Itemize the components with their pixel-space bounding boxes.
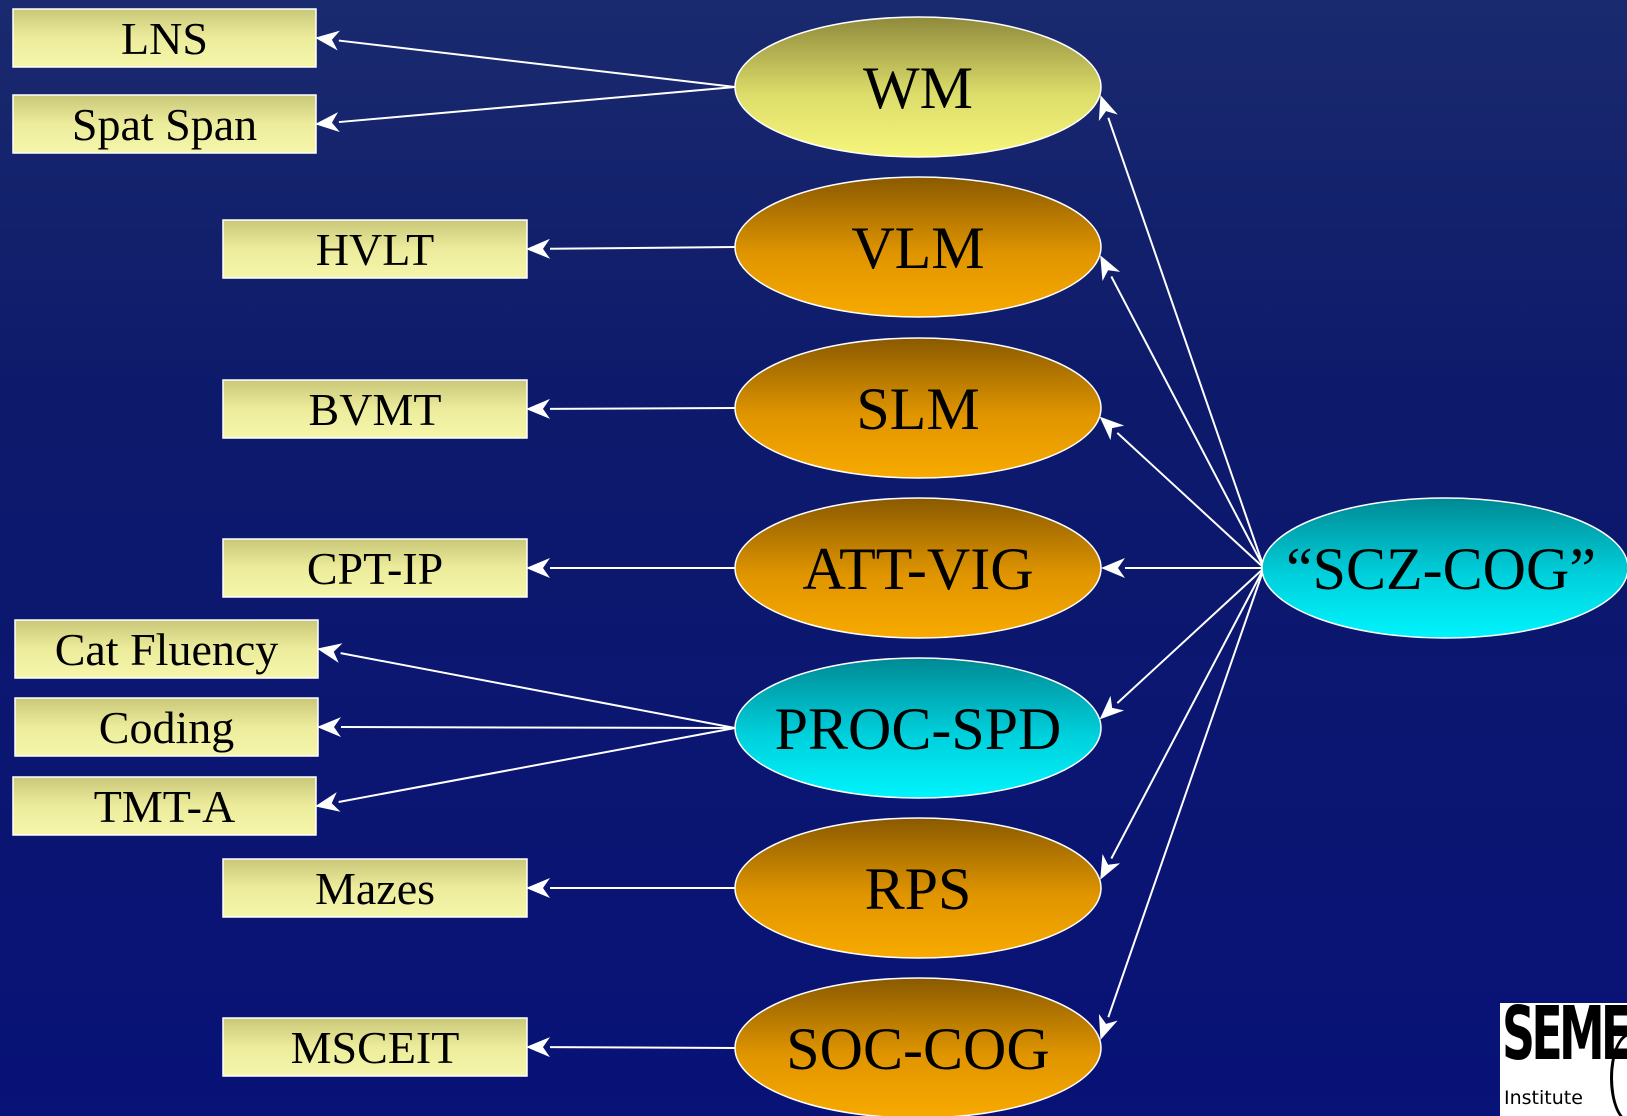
latent-node-scz-cog: “SCZ-COG” [1261,497,1627,639]
domain-label: WM [863,55,973,121]
domain-label: SOC-COG [786,1016,1049,1082]
arrow-latent-to-wm [1098,95,1265,569]
domain-node-rps: RPS [734,817,1102,959]
arrow-procspd-to-catfluency [317,643,736,729]
test-rect [14,619,319,679]
test-box-bvmt: BVMT [222,379,528,439]
arrow-slm-to-bvmt [526,398,736,419]
arrow-procspd-to-tmta [315,727,736,812]
logo-wordmark: SEMEL [1502,1003,1627,1077]
latent-ellipse [1261,497,1627,639]
test-label: BVMT [309,384,442,435]
test-rect [12,776,317,836]
test-box-msceit: MSCEIT [222,1017,528,1077]
test-rect [222,379,528,439]
domain-node-slm: SLM [734,337,1102,479]
test-box-spatspan: Spat Span [12,94,317,154]
test-rect [12,8,317,68]
test-box-tmta: TMT-A [12,776,317,836]
test-box-lns: LNS [12,8,317,68]
test-label: MSCEIT [291,1022,460,1073]
test-box-catfluency: Cat Fluency [14,619,319,679]
domain-ellipse [734,176,1102,318]
logo-subtitle: Institute [1504,1087,1583,1109]
domain-ellipse [734,977,1102,1116]
latent-label: “SCZ-COG” [1286,536,1596,602]
domain-label: SLM [856,376,979,442]
test-rect [12,94,317,154]
test-label: LNS [121,13,208,64]
domain-label: ATT-VIG [802,536,1033,602]
domain-node-vlm: VLM [734,176,1102,318]
arrow-latent-to-soccog [1098,567,1265,1040]
domain-label: RPS [865,856,972,922]
arrow-procspd-to-coding [317,717,736,738]
arrow-latent-to-vlm [1100,255,1265,569]
nodes-layer: WM VLM SLM ATT-VIG PROC-SPD RPS SOC-COG “SCZ-CO… [12,8,1627,1116]
arrow-latent-to-procspd [1099,567,1265,720]
arrow-latent-to-slm [1099,416,1265,569]
test-label: Cat Fluency [55,624,279,675]
test-rect [222,538,528,598]
domain-label: VLM [851,215,984,281]
test-label: Spat Span [72,99,257,150]
test-rect [222,1017,528,1077]
test-box-hvlt: HVLT [222,219,528,279]
test-label: CPT-IP [307,543,443,594]
arrow-soccog-to-msceit [526,1037,736,1058]
test-label: Mazes [315,863,435,914]
domain-node-wm: WM [734,16,1102,158]
domain-label: PROC-SPD [775,696,1062,762]
arrow-vlm-to-hvlt [526,238,736,259]
domain-node-soccog: SOC-COG [734,977,1102,1116]
domain-ellipse [734,657,1102,799]
domain-node-attvig: ATT-VIG [734,497,1102,639]
domain-ellipse [734,337,1102,479]
arrows-layer [315,30,1265,1058]
domain-ellipse [734,817,1102,959]
test-label: HVLT [316,224,434,275]
arrow-wm-to-spatspan [315,86,736,133]
test-rect [222,219,528,279]
arrow-wm-to-lns [315,30,736,88]
test-box-coding: Coding [14,697,319,757]
arrow-latent-to-rps [1100,567,1265,880]
domain-node-procspd: PROC-SPD [734,657,1102,799]
semel-institute-logo: SEMEL Institute [1500,1003,1627,1116]
test-label: Coding [99,702,234,753]
domain-ellipse [734,16,1102,158]
test-rect [222,858,528,918]
test-label: TMT-A [94,781,235,832]
test-rect [14,697,319,757]
test-box-cptip: CPT-IP [222,538,528,598]
test-box-mazes: Mazes [222,858,528,918]
domain-ellipse [734,497,1102,639]
